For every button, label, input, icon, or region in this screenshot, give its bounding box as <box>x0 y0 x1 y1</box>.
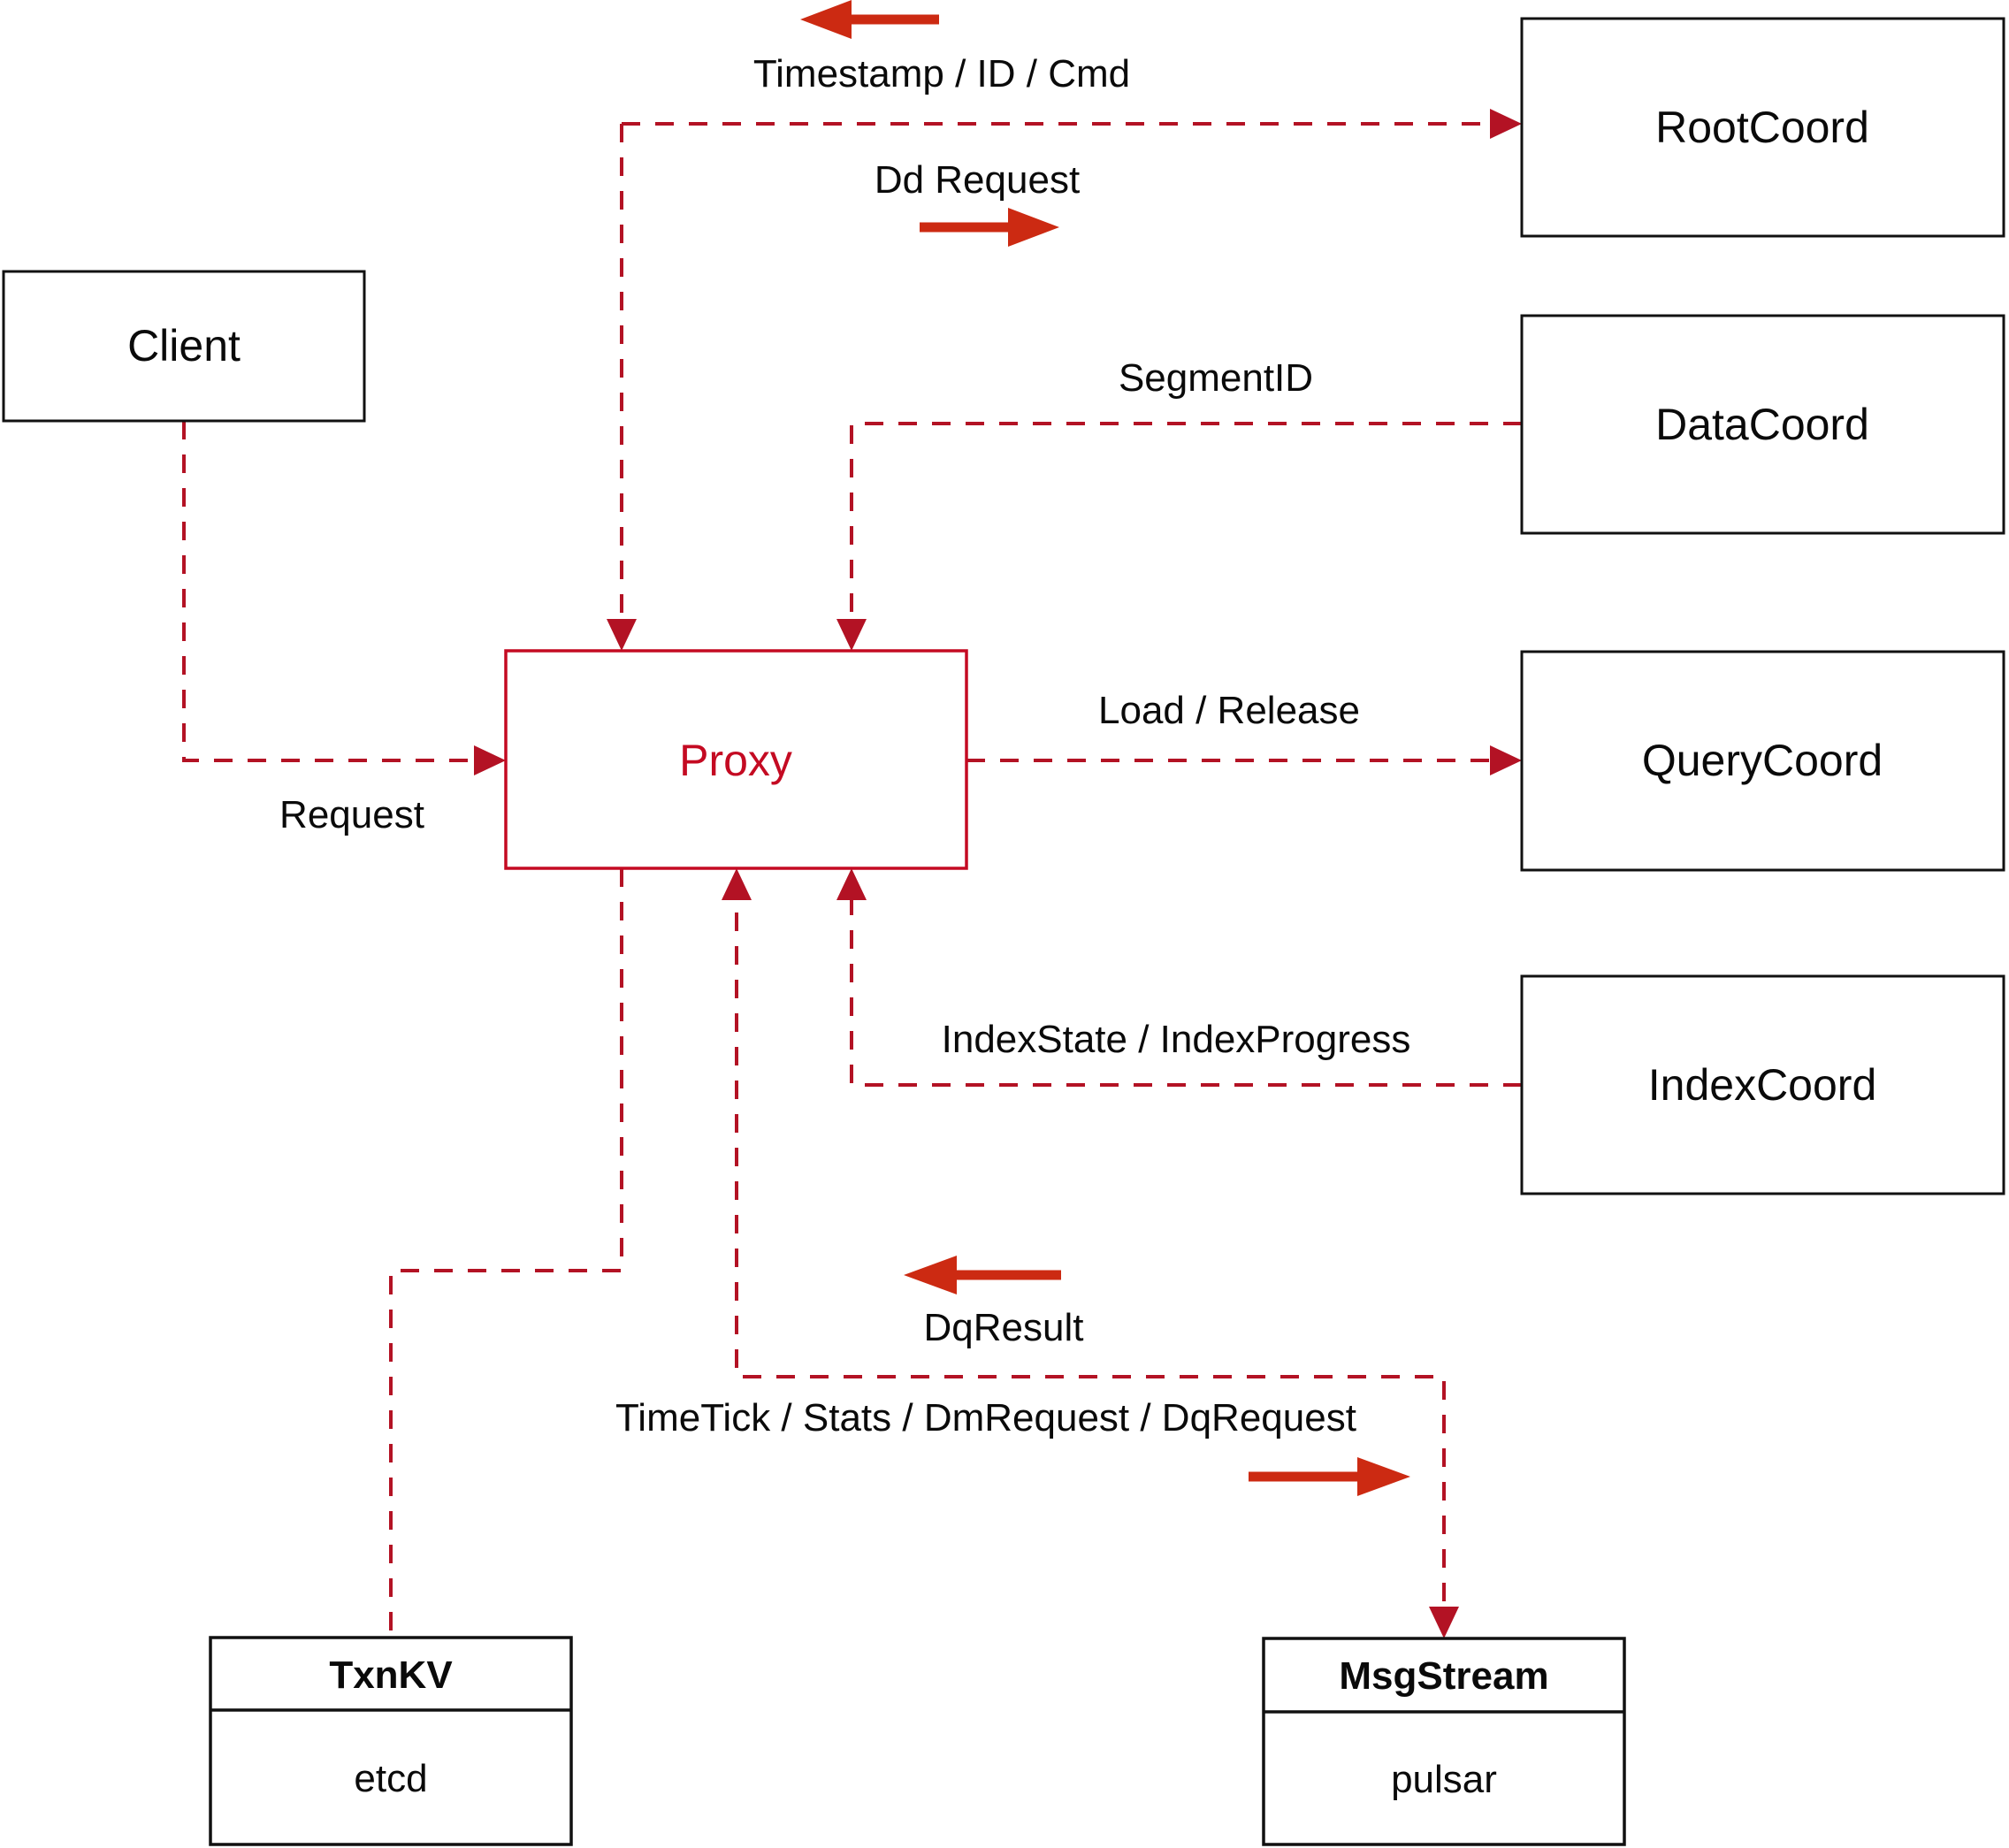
edge-proxy-to-txnkv <box>389 868 623 1638</box>
arrowhead-into-msgstream <box>1429 1607 1459 1638</box>
node-rootcoord-label: RootCoord <box>1655 103 1869 152</box>
edge-proxy-msgstream <box>722 868 1459 1638</box>
node-txnkv: TxnKV etcd <box>209 1636 573 1846</box>
direction-arrow-right-dd-request <box>920 208 1059 247</box>
arrowhead-into-proxy-left <box>474 745 506 775</box>
edge-label-index-state: IndexState / IndexProgress <box>942 1018 1411 1061</box>
arrowhead-into-proxy-top-right <box>836 619 867 651</box>
node-txnkv-title: TxnKV <box>329 1653 453 1697</box>
node-proxy: Proxy <box>504 649 968 870</box>
edge-label-load-release: Load / Release <box>1098 689 1360 732</box>
node-client: Client <box>2 270 366 423</box>
edge-label-timestamp-id-cmd: Timestamp / ID / Cmd <box>753 52 1130 95</box>
node-proxy-label: Proxy <box>679 736 792 785</box>
direction-arrow-left-dqresult <box>904 1256 1061 1294</box>
node-rootcoord: RootCoord <box>1520 17 2005 238</box>
node-datacoord: DataCoord <box>1520 314 2005 535</box>
node-querycoord-label: QueryCoord <box>1642 736 1883 785</box>
direction-arrow-left-timestamp <box>800 0 939 39</box>
edge-proxy-to-querycoord <box>966 745 1522 775</box>
node-msgstream-title: MsgStream <box>1339 1654 1548 1698</box>
arrowhead-into-querycoord <box>1490 745 1522 775</box>
edge-proxy-rootcoord <box>607 109 1522 651</box>
arrowhead-into-proxy-top-left <box>607 619 637 651</box>
node-querycoord: QueryCoord <box>1520 650 2005 872</box>
node-txnkv-impl: etcd <box>354 1757 427 1800</box>
edge-datacoord-to-proxy <box>836 422 1522 651</box>
edge-label-dd-request: Dd Request <box>875 158 1080 202</box>
node-msgstream-impl: pulsar <box>1391 1758 1497 1801</box>
node-datacoord-label: DataCoord <box>1655 400 1869 449</box>
node-indexcoord-label: IndexCoord <box>1648 1060 1877 1110</box>
node-msgstream: MsgStream pulsar <box>1262 1637 1626 1846</box>
node-indexcoord: IndexCoord <box>1520 974 2005 1195</box>
edge-indexcoord-to-proxy <box>836 868 1522 1087</box>
node-client-label: Client <box>127 321 241 370</box>
arrowhead-into-rootcoord <box>1490 109 1522 139</box>
edge-label-segment-id: SegmentID <box>1119 356 1313 400</box>
edge-client-to-proxy <box>182 421 506 775</box>
arrowhead-into-proxy-bottom-right <box>836 868 867 900</box>
direction-arrow-right-timetick <box>1249 1457 1410 1496</box>
edge-label-dq-result: DqResult <box>924 1306 1084 1349</box>
edge-label-timetick: TimeTick / Stats / DmRequest / DqRequest <box>615 1396 1356 1439</box>
edge-label-request: Request <box>279 793 424 836</box>
arrowhead-into-proxy-bottom-mid <box>722 868 752 900</box>
